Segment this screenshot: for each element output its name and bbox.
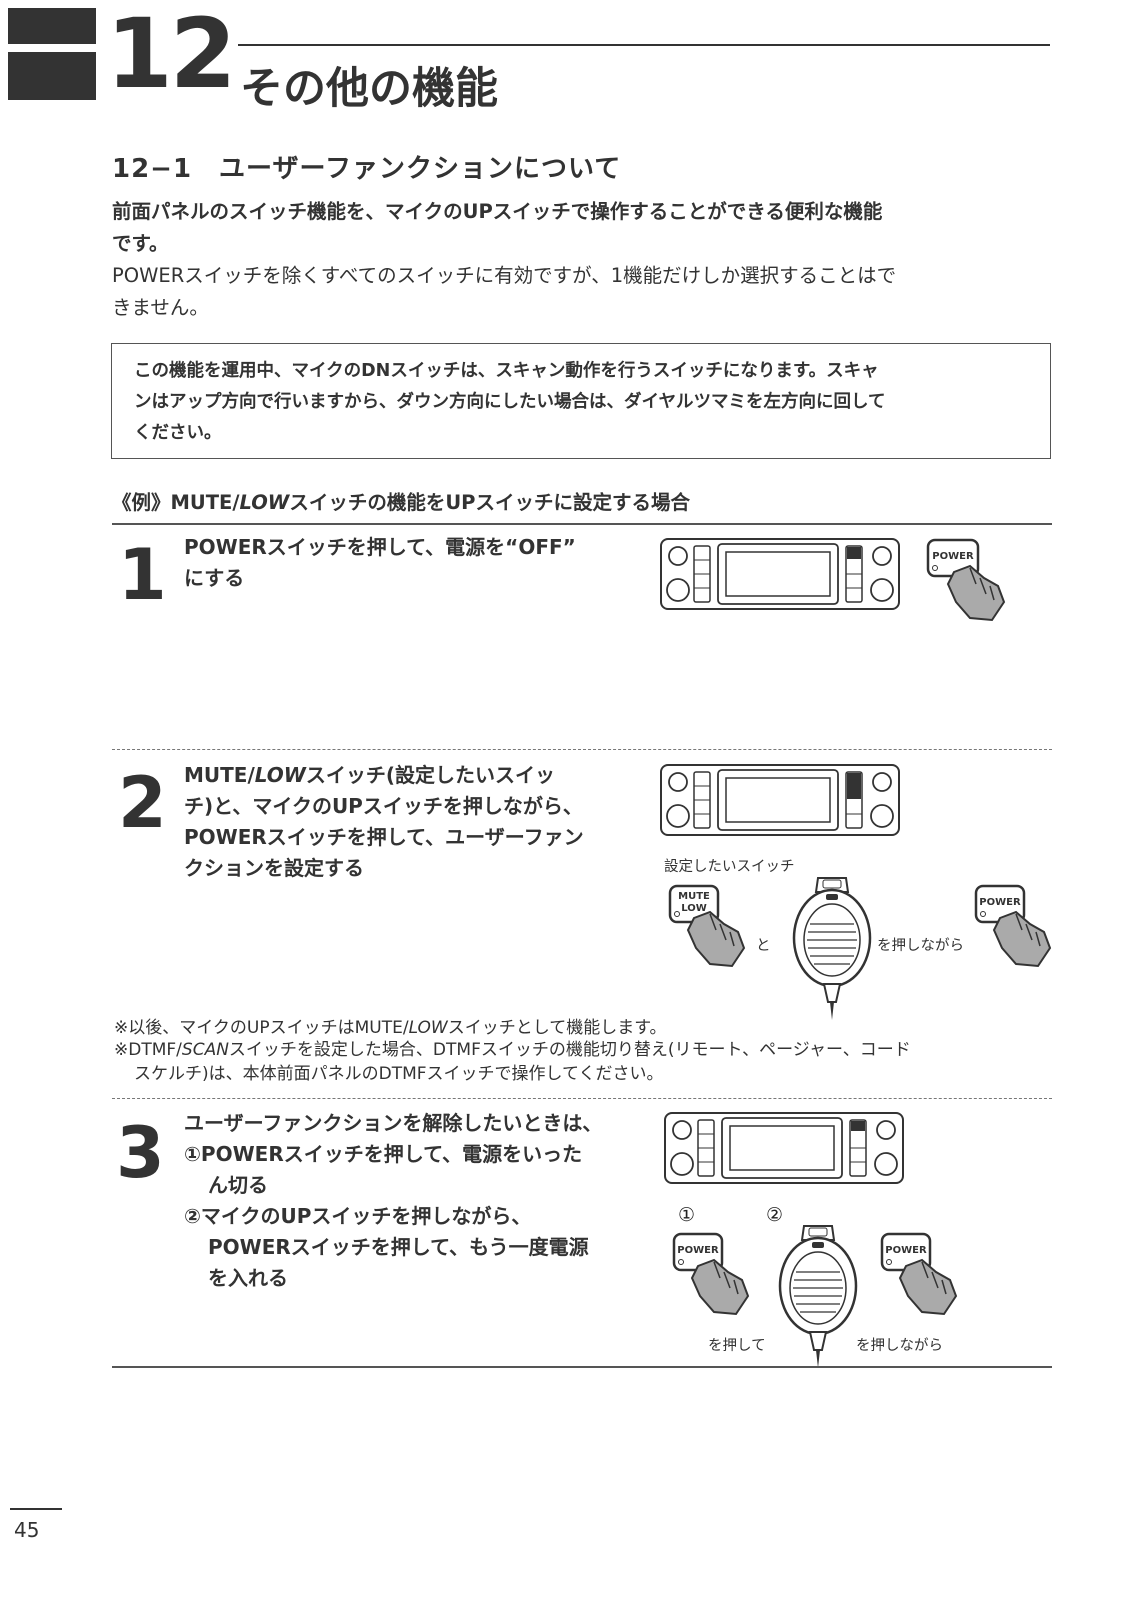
step-2-line3: POWERスイッチを押して、ユーザーファン [184,825,584,849]
step-3-caption-press: を押して [708,1338,766,1354]
footnote-1: ※以後、マイクのUPスイッチはMUTE/LOWスイッチとして機能します。 [114,1018,667,1038]
step-3-line4: ②マイクのUPスイッチを押しながら、 [184,1204,532,1228]
power-key-label: POWER [677,1245,719,1256]
step-2-line1-suffix: スイッチ(設定したいスイッ [305,763,555,787]
footnote-1-suffix: スイッチとして機能します。 [447,1018,667,1038]
power-key-hand-icon: POWER [926,538,1006,622]
chapter-tab-gap [8,44,96,52]
footnote-2-suffix: スイッチを設定した場合、DTMFスイッチの機能切り替え(リモート、ページャー、コ… [228,1040,911,1060]
step-2-caption-and: と [756,938,771,954]
chapter-tab-block [8,8,96,100]
microphone-icon [792,877,872,1020]
chapter-number: 12 [106,0,237,110]
radio-panel-icon [660,764,900,836]
example-italic: LOW [239,491,290,514]
intro-normal: POWERスイッチを除くすべてのスイッチに有効ですが、1機能だけしか選択すること… [112,260,1052,324]
chapter-rule [238,44,1050,46]
example-rule [112,523,1052,525]
step-1-line1: POWERスイッチを押して、電源を“OFF” [184,535,576,559]
note-box: この機能を運用中、マイクのDNスイッチは、スキャン動作を行うスイッチになります。… [111,343,1051,459]
step-3-line5: POWERスイッチを押して、もう一度電源 [208,1235,589,1259]
step-3-line6: を入れる [208,1266,288,1290]
power-key-hand-icon: POWER [672,1232,750,1316]
intro-normal-line1: POWERスイッチを除くすべてのスイッチに有効ですが、1機能だけしか選択すること… [112,264,897,287]
step-3-line2: ①POWERスイッチを押して、電源をいった [184,1142,583,1166]
step-divider-1 [112,749,1052,750]
power-key-label: POWER [979,897,1021,908]
step-3-number: 3 [116,1112,165,1194]
step-3-line1: ユーザーファンクションを解除したいときは、 [184,1111,603,1135]
note-line1: この機能を運用中、マイクのDNスイッチは、スキャン動作を行うスイッチになります。… [134,361,879,381]
footnote-2-line2: スケルチ)は、本体前面パネルのDTMFスイッチで操作してください。 [134,1064,664,1084]
step-2-line1-prefix: MUTE/ [184,763,255,787]
step-2-caption-switch: 設定したいスイッチ [664,859,795,875]
note-line3: ください。 [134,423,222,443]
example-suffix: スイッチの機能をUPスイッチに設定する場合 [289,491,690,514]
footnote-2-italic: SCAN [181,1040,229,1060]
power-key-label: POWER [885,1245,927,1256]
step-3-mark-2: ② [766,1204,784,1226]
step-2-text: MUTE/LOWスイッチ(設定したいスイッ チ)と、マイクのUPスイッチを押しな… [184,760,624,884]
intro-bold-line1: 前面パネルのスイッチ機能を、マイクのUPスイッチで操作することができる便利な機能 [112,200,883,223]
step-2-line4: クションを設定する [184,856,364,880]
mute-low-key-hand-icon: MUTE LOW [668,884,746,968]
step-1-line2: にする [184,566,245,590]
intro-bold-line2: です。 [112,232,169,255]
microphone-icon [778,1225,858,1368]
footnote-1-prefix: ※以後、マイクのUPスイッチはMUTE/ [114,1018,409,1038]
section-title: 12−1 ユーザーファンクションについて [112,154,622,184]
intro-normal-line2: きません。 [112,296,209,319]
radio-panel-icon [660,538,900,610]
example-heading: 《例》MUTE/LOWスイッチの機能をUPスイッチに設定する場合 [112,486,690,515]
step-2-number: 2 [118,762,167,844]
footnote-2: ※DTMF/SCANスイッチを設定した場合、DTMFスイッチの機能切り替え(リモ… [114,1040,1054,1060]
power-key-hand-icon: POWER [974,884,1052,968]
example-prefix: 《例》MUTE/ [112,491,240,514]
footnote-1-italic: LOW [408,1018,448,1038]
radio-panel-icon [664,1112,904,1184]
step-1-text: POWERスイッチを押して、電源を“OFF” にする [184,532,624,594]
step-3-text: ユーザーファンクションを解除したいときは、 ①POWERスイッチを押して、電源を… [184,1108,624,1294]
step-3-mark-1: ① [678,1204,696,1226]
step-1-number: 1 [118,534,167,616]
step-2-line2: チ)と、マイクのUPスイッチを押しながら、 [184,794,583,818]
page-number: 45 [14,1518,40,1542]
step-3-caption-while: を押しながら [856,1338,943,1354]
power-key-hand-icon: POWER [880,1232,958,1316]
intro-bold: 前面パネルのスイッチ機能を、マイクのUPスイッチで操作することができる便利な機能… [112,196,1052,260]
step-2-line1-italic: LOW [254,763,306,787]
low-key-label: LOW [681,903,707,914]
chapter-title: その他の機能 [240,64,498,114]
footnote-2-prefix: ※DTMF/ [114,1040,182,1060]
step-divider-2 [112,1098,1052,1099]
page-number-rule [10,1508,62,1510]
power-key-label: POWER [932,551,974,562]
step-2-caption-while: を押しながら [877,938,964,954]
note-line2: ンはアップ方向で行いますから、ダウン方向にしたい場合は、ダイヤルツマミを左方向に… [134,392,886,412]
step-2-line1: MUTE/LOWスイッチ(設定したいスイッ [184,760,624,791]
section-end-rule [112,1366,1052,1368]
mute-key-label: MUTE [678,891,710,902]
step-3-line3: ん切る [208,1173,268,1197]
